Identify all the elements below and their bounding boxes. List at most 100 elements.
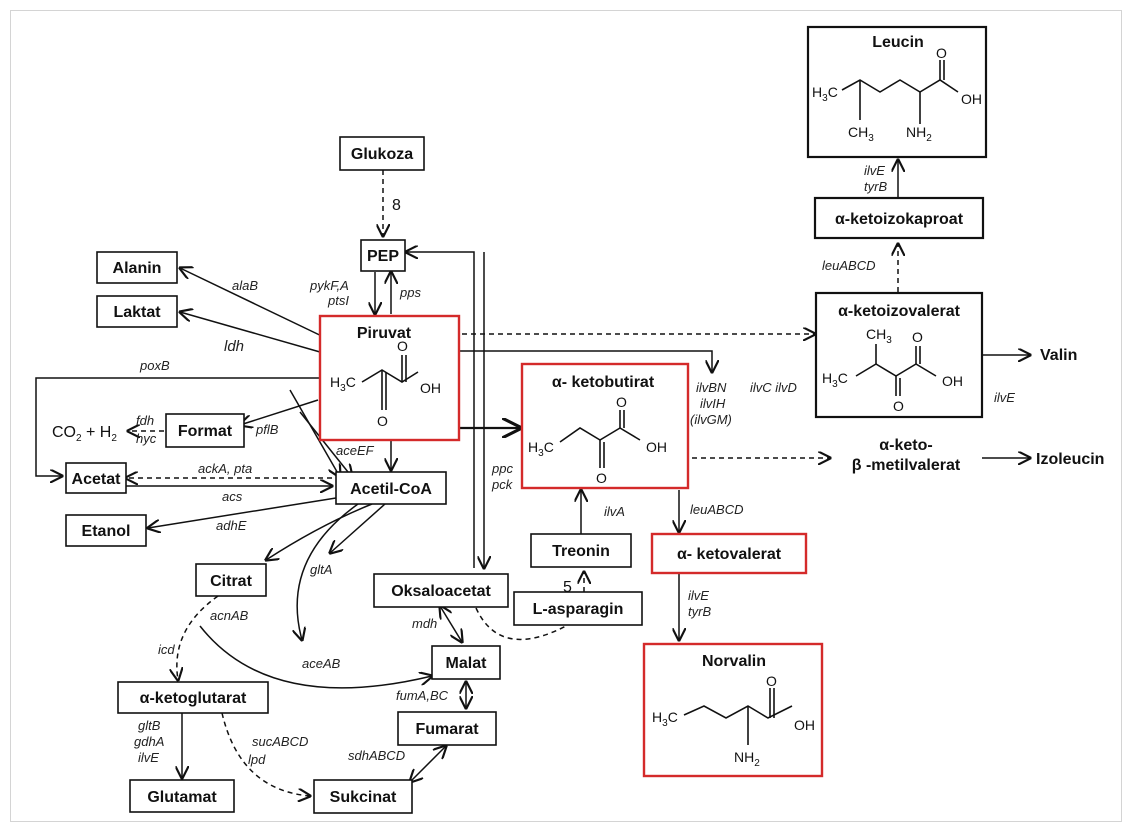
gene-alab: alaB	[232, 278, 258, 293]
node-sukcinat: Sukcinat	[313, 779, 413, 814]
arrow-aceab	[199, 625, 432, 689]
arrow-pflb-2	[299, 411, 352, 477]
node-ketovalerat: α- ketovalerat	[650, 532, 808, 575]
svg-text:OH: OH	[794, 717, 815, 733]
label-ketoizovalerat: α-ketoizovalerat	[838, 303, 961, 320]
label-valin: Valin	[1040, 347, 1077, 364]
label-glukoza: Glukoza	[351, 146, 413, 163]
svg-text:NH2: NH2	[906, 124, 932, 144]
svg-text:OH: OH	[646, 439, 667, 455]
arrow-citrat-ketoglutarat	[177, 595, 219, 680]
label-co2-h2: CO2 + H2	[52, 424, 117, 444]
gene-8: 8	[392, 197, 401, 214]
piruvat-structure: H3C O O OH	[330, 338, 441, 429]
node-format: Format	[165, 413, 245, 448]
gene-ppc: ppc	[491, 461, 513, 476]
gene-aceef: aceEF	[336, 443, 375, 458]
gene-glta: gltA	[310, 562, 332, 577]
gene-acnab: acnAB	[210, 608, 249, 623]
node-glukoza: Glukoza	[339, 136, 425, 171]
gene-tyrb-leu: tyrB	[864, 179, 887, 194]
ketoizovalerat-structure: CH3 H3C O O OH	[822, 326, 963, 414]
label-izoleucin: Izoleucin	[1036, 451, 1104, 468]
gene-pflb: pflB	[255, 422, 279, 437]
node-oksaloacetat: Oksaloacetat	[373, 573, 509, 608]
arrow-piruvat-alanin	[180, 268, 331, 341]
svg-text:O: O	[912, 329, 923, 345]
gene-fdh: fdh	[136, 413, 154, 428]
label-ketobutirat: α- ketobutirat	[552, 374, 655, 391]
label-sukcinat: Sukcinat	[330, 789, 397, 806]
gene-ilvgm: (ilvGM)	[690, 412, 732, 427]
svg-text:O: O	[397, 338, 408, 354]
gene-hyc: hyc	[136, 431, 157, 446]
arrow-ketoglutarat-sukcinat	[221, 712, 310, 796]
svg-text:O: O	[596, 470, 607, 486]
node-malat: Malat	[431, 645, 501, 680]
label-acetil-coa: Acetil-CoA	[350, 481, 432, 498]
gene-adhe: adhE	[216, 518, 247, 533]
node-leucin: Leucin H3C O OH CH3 NH2	[806, 25, 988, 159]
node-l-asparagin: L-asparagin	[513, 591, 643, 626]
gene-leuabcd-2: leuABCD	[690, 502, 743, 517]
gene-ldh: ldh	[224, 338, 244, 355]
svg-text:OH: OH	[420, 380, 441, 396]
gene-ilva: ilvA	[604, 504, 625, 519]
node-glutamat: Glutamat	[129, 779, 235, 813]
arrow-acetilcoa-etanol	[148, 497, 337, 528]
label-treonin: Treonin	[552, 543, 610, 560]
node-ketobutirat: α- ketobutirat H3C O O OH	[520, 362, 690, 490]
node-citrat: Citrat	[195, 563, 267, 597]
label-format: Format	[178, 423, 233, 440]
gene-ilve-glu: ilvE	[138, 750, 159, 765]
gene-ilve-leu: ilvE	[864, 163, 885, 178]
gene-gdha: gdhA	[134, 734, 164, 749]
gene-sdhabcd: sdhABCD	[348, 748, 405, 763]
label-keto-metil-1: α-keto-	[879, 437, 932, 454]
label-laktat: Laktat	[113, 304, 161, 321]
gene-aceab: aceAB	[302, 656, 341, 671]
node-etanol: Etanol	[65, 514, 147, 547]
norvalin-structure: H3C O OH NH2	[652, 673, 815, 769]
label-ketovalerat: α- ketovalerat	[677, 546, 782, 563]
svg-text:OH: OH	[942, 373, 963, 389]
node-acetat: Acetat	[65, 462, 127, 494]
label-l-asparagin: L-asparagin	[533, 601, 624, 618]
gene-tyrb-nor: tyrB	[688, 604, 711, 619]
node-ketoglutarat: α-ketoglutarat	[117, 681, 269, 714]
gene-icd: icd	[158, 642, 175, 657]
arrow-sukcinat-fumarat	[410, 746, 446, 782]
svg-text:NH2: NH2	[734, 749, 760, 769]
node-ketoizokaproat: α-ketoizokaproat	[813, 196, 985, 240]
label-citrat: Citrat	[210, 573, 252, 590]
figure-frame	[10, 10, 1122, 822]
gene-leuabcd-1: leuABCD	[822, 258, 875, 273]
label-etanol: Etanol	[82, 523, 131, 540]
label-fumarat: Fumarat	[415, 721, 479, 738]
arrow-piruvat-acetat	[35, 377, 320, 476]
node-laktat: Laktat	[96, 295, 178, 328]
arrow-pflb-1	[289, 389, 340, 477]
gene-pps: pps	[399, 285, 421, 300]
gene-ilvbn: ilvBN	[696, 380, 727, 395]
node-fumarat: Fumarat	[397, 711, 497, 746]
svg-text:CH3: CH3	[866, 326, 892, 346]
svg-text:O: O	[377, 413, 388, 429]
node-pep: PEP	[360, 239, 406, 272]
gene-poxb: poxB	[139, 358, 170, 373]
node-alanin: Alanin	[96, 251, 178, 284]
label-oksaloacetat: Oksaloacetat	[391, 583, 491, 600]
label-pep: PEP	[367, 248, 399, 265]
arrow-piruvat-format	[240, 399, 319, 425]
label-alanin: Alanin	[113, 260, 162, 277]
arrow-piruvat-ilvbn	[459, 350, 712, 372]
gene-labels: 8 alaB pykF,A ptsI pps ldh poxB fdh hyc …	[134, 163, 1015, 767]
svg-text:H3C: H3C	[330, 374, 356, 394]
gene-ackapta: ackA, pta	[198, 461, 252, 476]
svg-text:O: O	[616, 394, 627, 410]
leucin-structure: H3C O OH CH3 NH2	[812, 45, 982, 144]
arrow-glta	[297, 503, 359, 640]
gene-gltb: gltB	[138, 718, 161, 733]
connectors	[35, 160, 1030, 796]
